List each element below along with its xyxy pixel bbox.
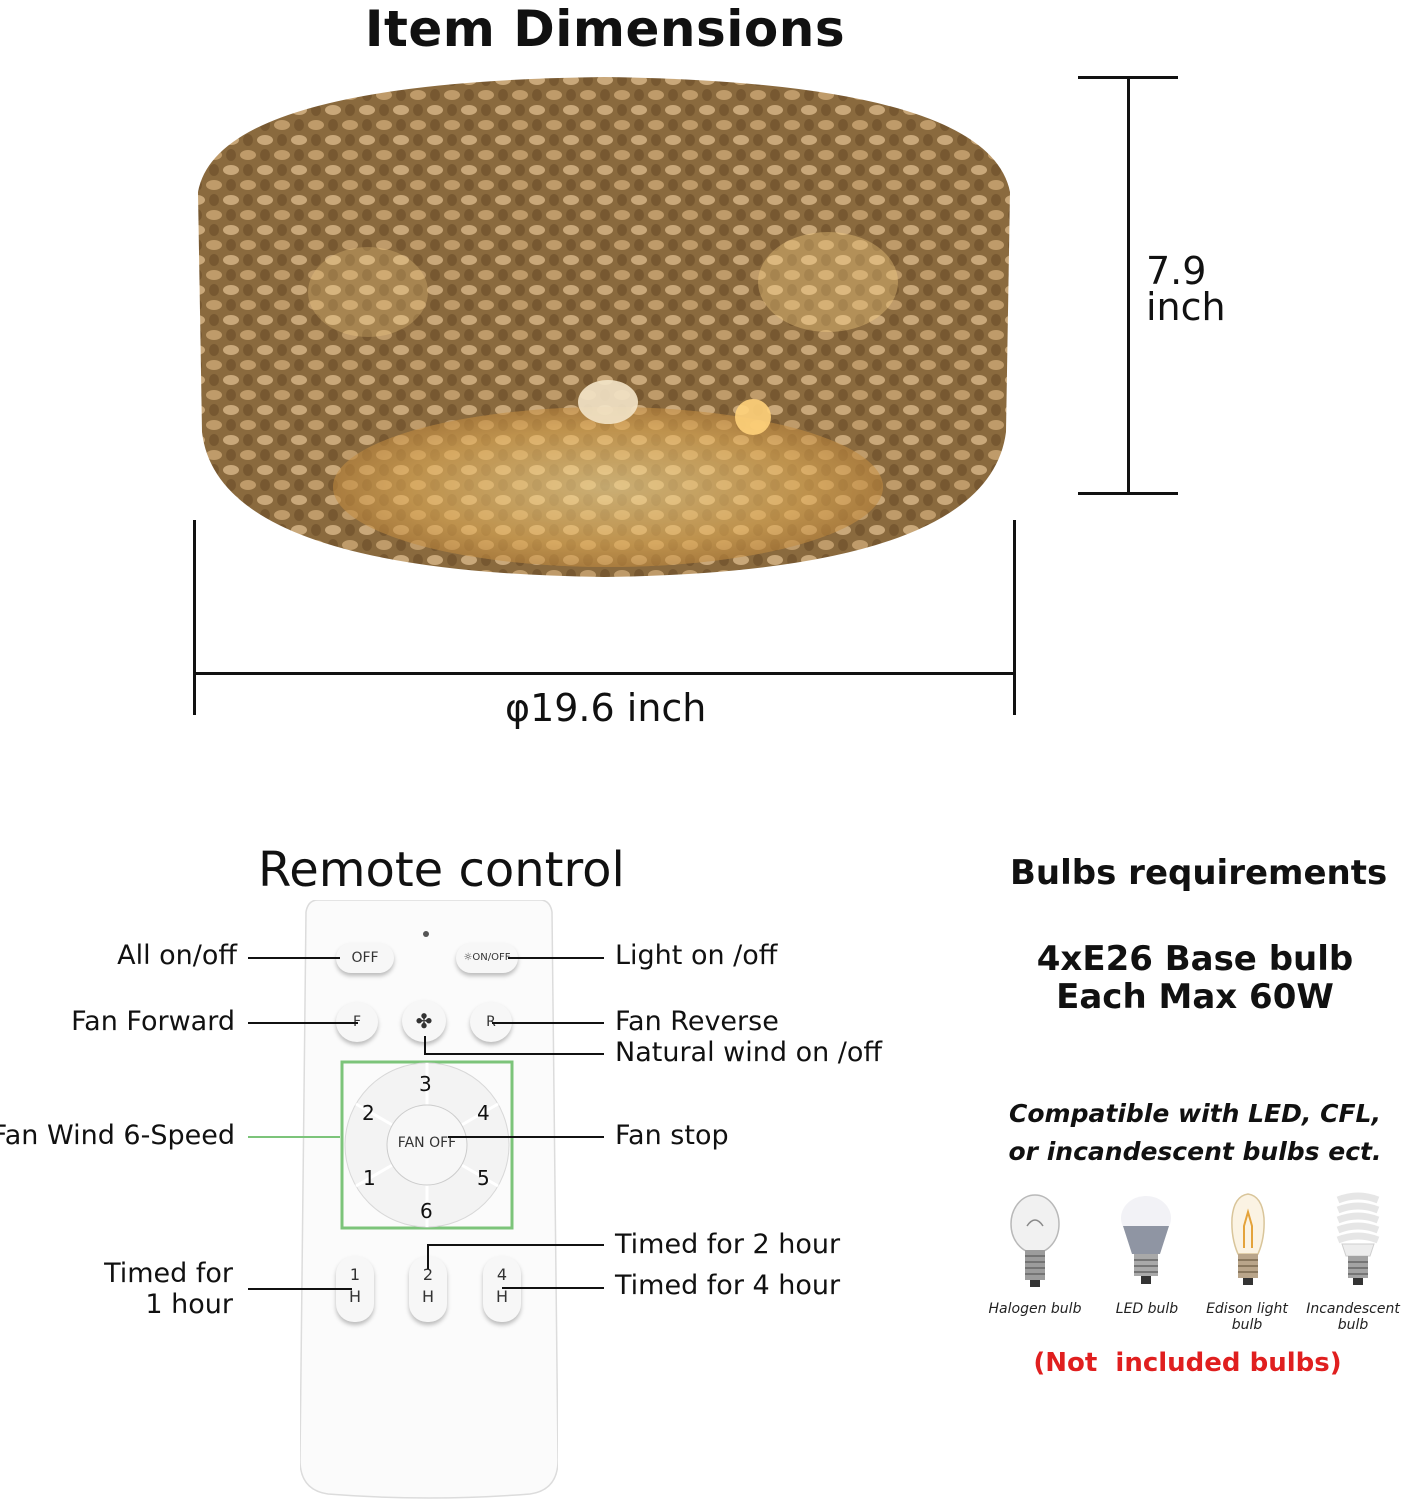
height-unit: inch (1146, 285, 1226, 329)
bulb-spec-line2: Each Max 60W (1056, 977, 1334, 1017)
connector-forward (248, 1022, 358, 1024)
compat-line2: or incandescent bulbs ect. (1008, 1137, 1382, 1166)
rattan-ceiling-fan-image (188, 72, 1020, 582)
diameter-line (193, 672, 1016, 675)
halogen-bulb-icon (1005, 1192, 1065, 1296)
speed-4-button[interactable]: 4 (477, 1101, 490, 1125)
connector-all-off (248, 957, 340, 959)
label-timed-4: Timed for 4 hour (615, 1270, 841, 1301)
speed-5-button[interactable]: 5 (477, 1166, 490, 1190)
connector-natural-h (424, 1053, 604, 1055)
connector-timer-1 (248, 1288, 352, 1290)
connector-timer-2-h (427, 1244, 604, 1246)
all-off-button[interactable]: OFF (336, 943, 394, 973)
compat-line1: Compatible with LED, CFL, (1009, 1099, 1381, 1128)
not-included-note: (Not included bulbs) (1033, 1348, 1342, 1378)
light-toggle-button[interactable]: ☼ON/OFF (456, 943, 518, 973)
label-fan-wind: Fan Wind 6-Speed (0, 1120, 235, 1151)
height-value: 7.9 (1146, 249, 1207, 293)
connector-natural-v (424, 1036, 426, 1055)
caption-halogen: Halogen bulb (988, 1301, 1082, 1317)
led-bulb-icon (1116, 1192, 1176, 1296)
diameter-right-tick (1013, 520, 1016, 715)
speed-3-button[interactable]: 3 (419, 1072, 432, 1096)
diameter-left-tick (193, 520, 196, 715)
page-title: Item Dimensions (364, 0, 846, 58)
light-button-label: ON/OFF (472, 952, 511, 963)
label-light-on-off: Light on /off (615, 940, 778, 971)
speed-dial: FAN OFF 3 2 4 1 5 6 (338, 1060, 516, 1232)
caption-incandescent: Incandescent bulb (1306, 1301, 1400, 1333)
bulb-compatibility: Compatible with LED, CFL, or incandescen… (1000, 1095, 1390, 1171)
connector-timer-2-v (427, 1245, 429, 1269)
diameter-label: φ19.6 inch (505, 686, 707, 730)
caption-edison: Edison light bulb (1206, 1301, 1288, 1333)
bulb-spec-line1: 4xE26 Base bulb (1036, 939, 1354, 979)
connector-timer-4 (502, 1287, 604, 1289)
label-fan-forward: Fan Forward (71, 1006, 235, 1037)
speed-2-button[interactable]: 2 (362, 1101, 375, 1125)
connector-reverse (492, 1022, 604, 1024)
light-icon: ☼ (463, 952, 473, 963)
speed-1-button[interactable]: 1 (363, 1166, 376, 1190)
label-timed-1: Timed for 1 hour (104, 1258, 233, 1320)
label-all-on-off: All on/off (117, 940, 237, 971)
fan-off-button[interactable]: FAN OFF (397, 1135, 457, 1151)
height-label: 7.9 inch (1146, 249, 1226, 329)
connector-fan-wind (248, 1136, 340, 1138)
natural-wind-button[interactable]: ✤ (402, 1000, 446, 1042)
timer-1h-button[interactable]: 1 H (336, 1256, 374, 1322)
label-natural-wind: Natural wind on /off (615, 1037, 883, 1068)
label-timed-2: Timed for 2 hour (615, 1229, 841, 1260)
bulb-spec: 4xE26 Base bulb Each Max 60W (1000, 940, 1390, 1016)
remote-title: Remote control (258, 842, 625, 898)
incandescent-bulb-icon (1328, 1192, 1388, 1296)
edison-bulb-icon (1218, 1192, 1278, 1296)
label-fan-stop: Fan stop (615, 1120, 729, 1151)
reverse-icon: R (486, 1014, 496, 1030)
bulbs-title: Bulbs requirements (1010, 853, 1388, 893)
height-line (1127, 76, 1130, 495)
label-fan-reverse: Fan Reverse (615, 1006, 779, 1037)
connector-fan-stop (448, 1136, 604, 1138)
timer-4h-button[interactable]: 4 H (483, 1256, 521, 1322)
fan-blade-icon: ✤ (415, 1009, 433, 1033)
connector-light (508, 957, 604, 959)
caption-led: LED bulb (1115, 1301, 1179, 1317)
speed-6-button[interactable]: 6 (420, 1199, 433, 1223)
